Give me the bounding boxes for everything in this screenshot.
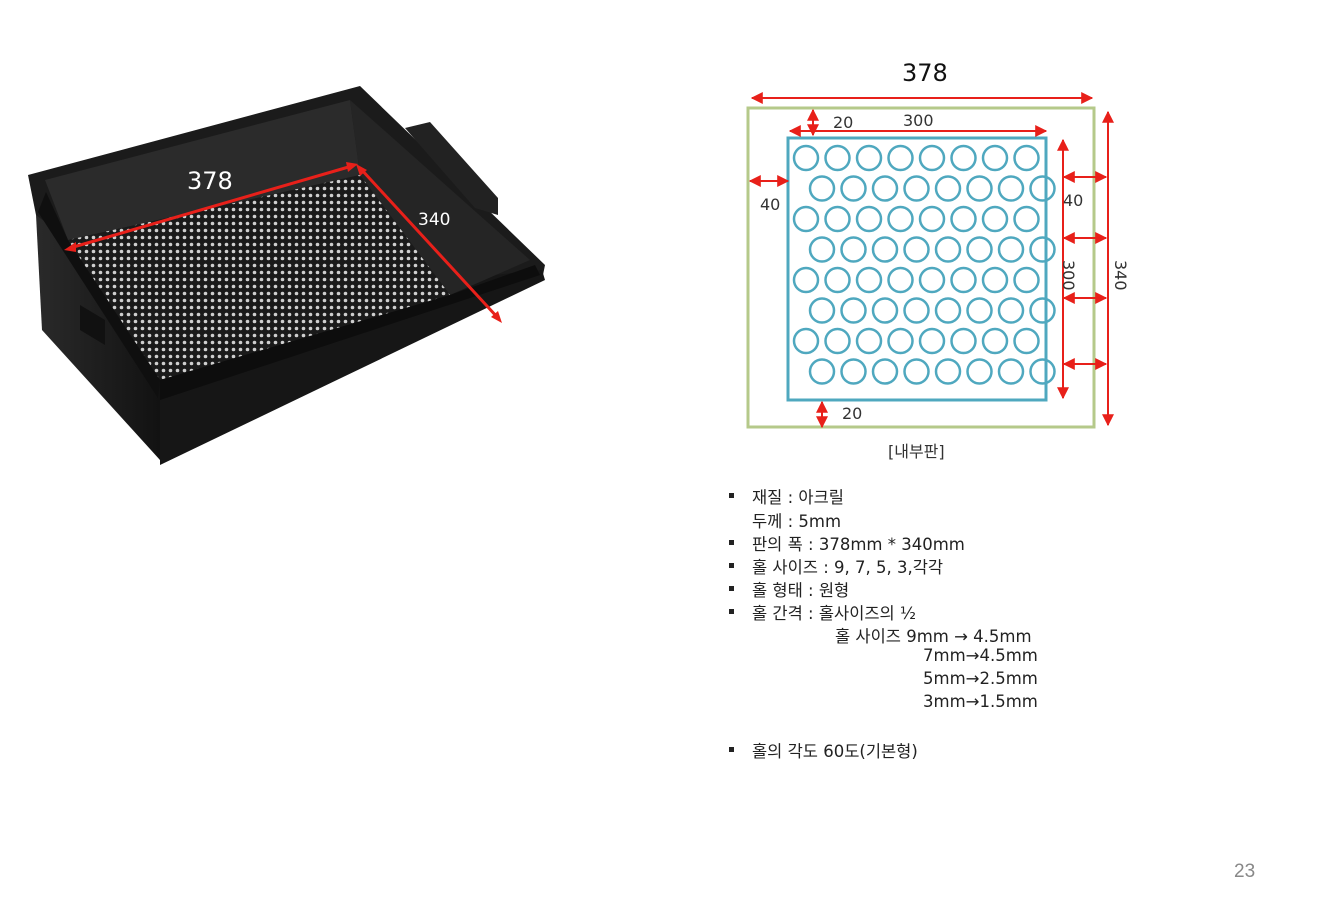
diagram-inner-height: 300 — [1059, 260, 1078, 291]
hole-circle — [840, 358, 867, 385]
bullet — [729, 586, 734, 591]
page-number: 23 — [1234, 861, 1256, 882]
spec-gap-row-1: 홀 사이즈 9mm → 4.5mm — [835, 627, 1032, 646]
hole-circle — [918, 266, 946, 294]
hole-circle — [824, 144, 851, 172]
hole-circle — [792, 144, 820, 172]
hole-circle — [1013, 327, 1040, 355]
hole-circle — [903, 358, 930, 385]
inner-plate — [786, 136, 1048, 402]
inner-plate-diagram: 378 300 20 40 40 300 340 20 [내부판] — [746, 59, 1130, 461]
hole-circle — [966, 236, 993, 263]
hole-circle — [1029, 175, 1056, 202]
hole-circle — [903, 175, 930, 202]
hole-circle — [855, 205, 883, 233]
hole-circle — [997, 236, 1025, 263]
diagram-inner-width: 300 — [903, 111, 934, 130]
hole-circle — [950, 144, 977, 172]
hole-circle — [903, 236, 930, 263]
hole-circle — [981, 266, 1009, 294]
hole-circle — [808, 175, 836, 202]
bullet — [729, 563, 734, 568]
hole-circle — [871, 236, 899, 263]
hole-circle — [792, 266, 820, 294]
hole-circle — [871, 358, 899, 385]
hole-circle — [950, 327, 977, 355]
hole-circle — [997, 358, 1025, 385]
spec-hole-angle: 홀의 각도 60도(기본형) — [752, 742, 918, 761]
hole-circle — [934, 236, 962, 263]
hole-circle — [918, 327, 946, 355]
hole-circle — [887, 266, 914, 294]
hole-circle — [824, 205, 851, 233]
hole-circle — [1013, 205, 1040, 233]
hole-circle — [887, 144, 914, 172]
hole-circle — [997, 175, 1025, 202]
hole-circle — [887, 327, 914, 355]
hole-circle — [808, 297, 836, 324]
diagram-top-width: 378 — [902, 59, 948, 87]
diagram-caption: [내부판] — [888, 442, 945, 461]
bullet — [729, 540, 734, 545]
hole-circle — [840, 297, 867, 324]
diagram-margin-left: 40 — [760, 195, 780, 214]
hole-circle — [1013, 144, 1040, 172]
tray-photo: 378 340 — [28, 86, 545, 465]
diagram-outer-height: 340 — [1111, 260, 1130, 291]
diagram-margin-top: 20 — [833, 113, 853, 132]
hole-circle — [824, 327, 851, 355]
hole-circle — [950, 205, 977, 233]
hole-circle — [792, 327, 820, 355]
bullet — [729, 609, 734, 614]
hole-circle — [824, 266, 851, 294]
hole-circle — [855, 144, 883, 172]
hole-circle — [966, 297, 993, 324]
hole-circle — [934, 175, 962, 202]
hole-circle — [918, 144, 946, 172]
hole-circle — [887, 205, 914, 233]
hole-circle — [808, 236, 836, 263]
diagram-margin-right: 40 — [1063, 191, 1083, 210]
hole-circle — [981, 327, 1009, 355]
bullet — [729, 493, 734, 498]
bullet — [729, 747, 734, 752]
hole-circle — [950, 266, 977, 294]
hole-circle — [840, 236, 867, 263]
hole-circle — [966, 175, 993, 202]
hole-circle — [855, 327, 883, 355]
hole-circle — [1029, 358, 1056, 385]
photo-width-label: 378 — [187, 167, 233, 195]
hole-circle — [840, 175, 867, 202]
hole-circle — [918, 205, 946, 233]
hole-grid — [792, 144, 1056, 385]
hole-circle — [903, 297, 930, 324]
hole-circle — [981, 144, 1009, 172]
outer-plate — [746, 106, 1096, 429]
hole-circle — [792, 205, 820, 233]
spec-plate-width: 판의 폭 : 378mm * 340mm — [752, 535, 965, 554]
spec-gap-row-3: 5mm→2.5mm — [923, 669, 1038, 688]
hole-circle — [871, 297, 899, 324]
hole-circle — [1029, 297, 1056, 324]
hole-circle — [966, 358, 993, 385]
hole-circle — [808, 358, 836, 385]
spec-gap-row-4: 3mm→1.5mm — [923, 692, 1038, 711]
hole-circle — [1029, 236, 1056, 263]
hole-circle — [855, 266, 883, 294]
spec-gap-row-2: 7mm→4.5mm — [923, 646, 1038, 665]
hole-circle — [981, 205, 1009, 233]
hole-circle — [934, 358, 962, 385]
diagram-margin-bottom: 20 — [842, 404, 862, 423]
hole-circle — [871, 175, 899, 202]
hole-circle — [1013, 266, 1040, 294]
spec-thickness: 두께 : 5mm — [752, 512, 842, 531]
hole-circle — [997, 297, 1025, 324]
spec-hole-gap: 홀 간격 : 홀사이즈의 ½ — [752, 604, 916, 623]
spec-hole-size: 홀 사이즈 : 9, 7, 5, 3,각각 — [752, 558, 944, 577]
spec-hole-shape: 홀 형태 : 원형 — [752, 581, 850, 600]
photo-depth-label: 340 — [418, 210, 450, 230]
spec-material: 재질 : 아크릴 — [752, 488, 844, 507]
hole-circle — [934, 297, 962, 324]
